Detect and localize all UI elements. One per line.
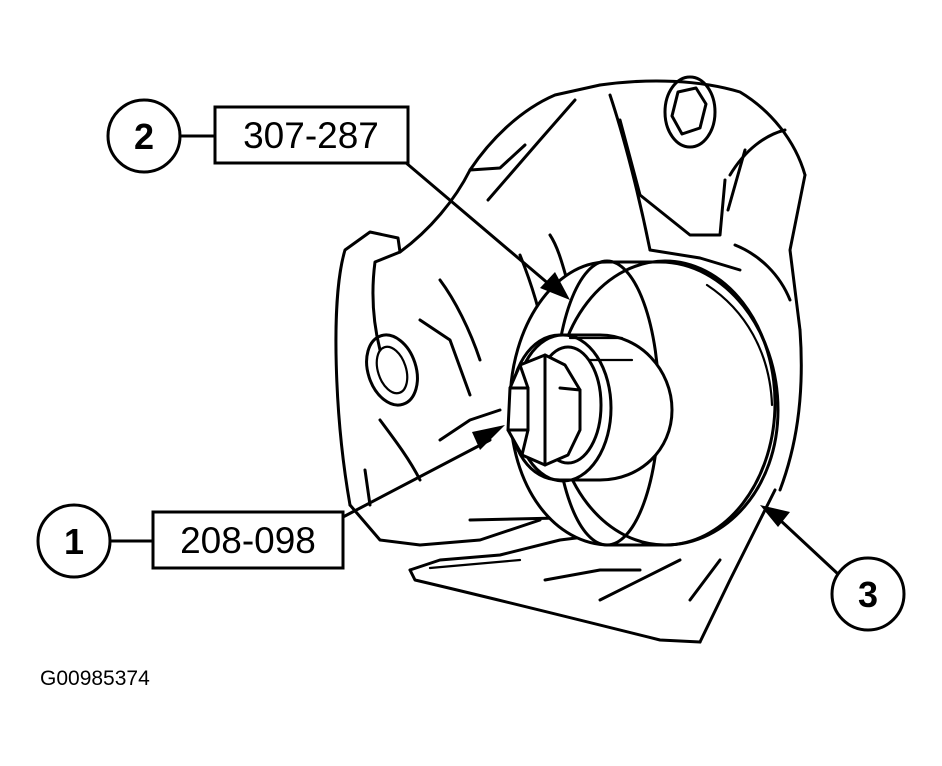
callout-1-box bbox=[151, 510, 345, 570]
callout-1-number: 1 bbox=[64, 521, 84, 562]
crankshaft-damper-assembly bbox=[506, 259, 780, 547]
callout-1: 1 208-098 bbox=[36, 503, 345, 579]
callout-2-circle bbox=[106, 98, 182, 174]
leader-line-3 bbox=[778, 518, 840, 576]
callout-3-number: 3 bbox=[858, 574, 878, 615]
arrowhead-3 bbox=[760, 505, 790, 527]
callout-1-tool-label: 208-098 bbox=[180, 520, 316, 561]
leader-line-1-arrow bbox=[341, 438, 492, 519]
callout-2-box bbox=[213, 105, 410, 165]
arrowhead-1 bbox=[472, 425, 505, 450]
callout-1-circle bbox=[36, 503, 112, 579]
leader-line-2-arrow bbox=[403, 160, 552, 287]
callout-3: 3 bbox=[830, 556, 906, 632]
callout-2-number: 2 bbox=[134, 116, 154, 157]
callout-2: 2 307-287 bbox=[106, 98, 410, 174]
callout-3-circle bbox=[830, 556, 906, 632]
callout-2-tool-label: 307-287 bbox=[243, 115, 379, 156]
leader-lines bbox=[108, 134, 840, 576]
figure-id: G00985374 bbox=[40, 667, 150, 690]
arrowhead-2 bbox=[540, 272, 570, 300]
